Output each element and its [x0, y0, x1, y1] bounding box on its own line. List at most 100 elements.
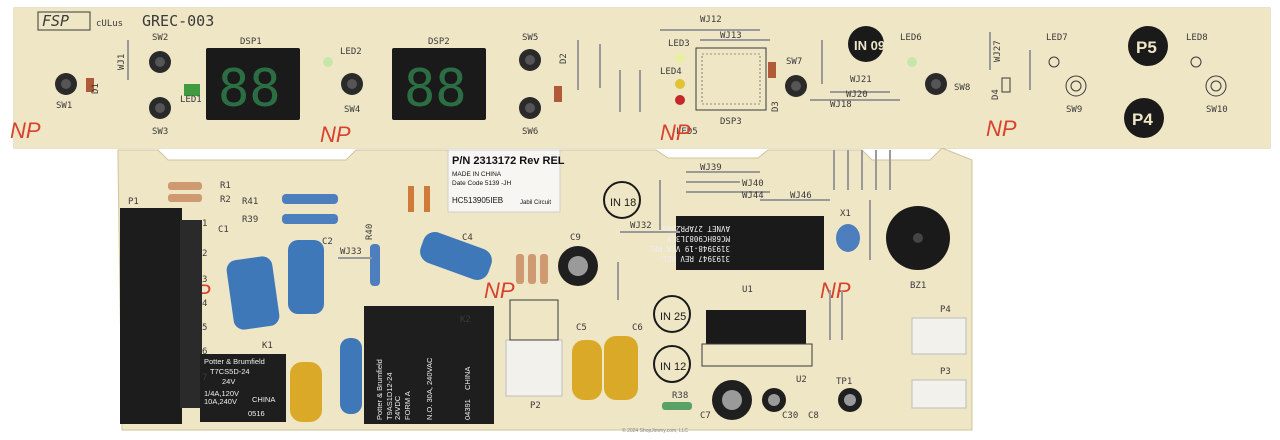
- label-sw9: SW9: [1066, 105, 1082, 115]
- label-wj40: WJ46: [790, 191, 812, 201]
- svg-text:1: 1: [202, 219, 207, 229]
- label-c30: C30: [782, 411, 798, 421]
- label-led5: LED5: [676, 127, 698, 137]
- svg-text:1/4A,120V: 1/4A,120V: [204, 389, 239, 398]
- label-c8: C9: [570, 233, 581, 243]
- svg-text:P5: P5: [1136, 38, 1157, 57]
- svg-text:3: 3: [202, 275, 207, 285]
- svg-text:6: 6: [202, 347, 207, 357]
- label-led7: LED7: [1046, 33, 1068, 43]
- svg-text:MADE IN CHINA: MADE IN CHINA: [452, 171, 502, 178]
- label-k1: K1: [262, 341, 273, 351]
- resistors: [168, 182, 692, 410]
- p1-pin-numbers: 1 2 3 4 5 6 7: [202, 219, 207, 383]
- jumper-wires-top: [127, 29, 1031, 112]
- stamp-in18: IN 18: [603, 181, 641, 219]
- svg-text:T7CS5D-24: T7CS5D-24: [210, 367, 250, 376]
- diode-d1: [86, 78, 94, 92]
- label-dsp1: DSP1: [240, 37, 262, 47]
- label-sw8: SW8: [954, 83, 970, 93]
- connector-p2: [505, 299, 563, 397]
- jumper-wires-lower: [338, 150, 891, 340]
- label-wj33: WJ33: [340, 247, 362, 257]
- label-d2: D2: [559, 53, 569, 64]
- stamp-in09: IN 09: [848, 26, 885, 62]
- label-r39: R39: [242, 215, 258, 225]
- label-sw1: SW1: [56, 101, 72, 111]
- svg-text:IN 25: IN 25: [660, 311, 686, 323]
- zener-dz1: [408, 186, 414, 212]
- np-mark-6: NP: [820, 278, 851, 303]
- label-wj18: WJ18: [830, 100, 852, 110]
- label-sw4: SW4: [344, 105, 360, 115]
- label-wj13: WJ13: [720, 31, 742, 41]
- diode-d2: [554, 86, 562, 102]
- svg-text:24VDC: 24VDC: [393, 395, 402, 420]
- svg-text:CHINA: CHINA: [252, 395, 275, 404]
- svg-text:3193947 REV REL: 3193947 REV REL: [662, 254, 730, 263]
- label-k2: K2: [460, 315, 471, 325]
- svg-text:IN 18: IN 18: [610, 197, 636, 209]
- np-mark-2: NP: [320, 122, 351, 147]
- watermark: © 2024 ShopJimmy.com, LLC: [622, 427, 689, 434]
- label-wj1: WJ1: [117, 54, 127, 70]
- label-sw2: SW2: [152, 33, 168, 43]
- label-wj32: WJ32: [630, 221, 652, 231]
- label-c4: C4: [462, 233, 473, 243]
- leds: [184, 53, 1202, 105]
- svg-text:FSP: FSP: [42, 12, 69, 30]
- svg-text:P4: P4: [1132, 110, 1153, 129]
- diode-d4: [1001, 77, 1011, 93]
- connector-p4: [911, 317, 967, 355]
- label-sw3: SW3: [152, 127, 168, 137]
- svg-text:T9AS1D12-24: T9AS1D12-24: [385, 372, 394, 420]
- part-number-sticker: P/N 2313172 Rev REL MADE IN CHINA Date C…: [447, 149, 565, 213]
- label-x1: X1: [840, 209, 851, 219]
- label-r40: R40: [365, 224, 375, 240]
- svg-text:24V: 24V: [222, 377, 235, 386]
- relay-k1: Potter & Brumfield T7CS5D-24 24V 1/4A,12…: [200, 354, 286, 422]
- svg-text:N.O. 30A, 240VAC: N.O. 30A, 240VAC: [425, 357, 434, 420]
- svg-text:Date Code 5139 -JH: Date Code 5139 -JH: [452, 180, 512, 187]
- unpopulated-switches: [1065, 75, 1227, 97]
- electrolytic-capacitors: [558, 246, 862, 420]
- brand-mark: FSP: [37, 11, 91, 31]
- microcontroller-u1: 3193947 REV REL 3193948-19 VER REL MC68H…: [648, 216, 824, 270]
- blue-capacitors: [226, 224, 860, 414]
- np-mark-4: NP: [986, 116, 1017, 141]
- label-d4: D4: [991, 89, 1001, 100]
- label-wj21: WJ21: [850, 75, 872, 85]
- label-led8: LED8: [1186, 33, 1208, 43]
- label-c7: C7: [700, 411, 711, 421]
- label-p2: P2: [530, 401, 541, 411]
- label-led3: LED3: [668, 39, 690, 49]
- label-sw5: SW5: [522, 33, 538, 43]
- label-tp1: TP1: [836, 377, 852, 387]
- label-bz1: BZ1: [910, 281, 926, 291]
- yellow-capacitors: [290, 336, 638, 422]
- label-sw6: SW6: [522, 127, 538, 137]
- svg-text:FORM A: FORM A: [403, 391, 412, 420]
- zener-dz2: [424, 186, 430, 212]
- relay-k2: Potter & Brumfield T9AS1D12-24 24VDC FOR…: [364, 306, 494, 424]
- svg-text:88: 88: [404, 59, 467, 119]
- label-wj12: WJ12: [700, 15, 722, 25]
- display-dsp1: 88: [206, 48, 300, 120]
- label-wj20: WJ20: [846, 90, 868, 100]
- svg-text:MC68HC908JL3CP: MC68HC908JL3CP: [666, 234, 730, 243]
- label-led1: LED1: [180, 95, 202, 105]
- display-dsp2: 88: [392, 48, 486, 120]
- diode-d3: [768, 62, 776, 78]
- connector-p1: [120, 208, 202, 424]
- label-c9: C8: [808, 411, 819, 421]
- stamp-p5: P5: [1128, 26, 1168, 66]
- label-c5: C5: [576, 323, 587, 333]
- label-wj38: WJ40: [742, 179, 764, 189]
- label-u1: U1: [742, 285, 753, 295]
- display-dsp3-outline: [695, 47, 767, 111]
- np-mark-5: NP: [484, 278, 515, 303]
- label-p4: P4: [940, 305, 951, 315]
- svg-text:IN 12: IN 12: [660, 361, 686, 373]
- label-sw10: SW10: [1206, 105, 1228, 115]
- label-r41: R41: [242, 197, 258, 207]
